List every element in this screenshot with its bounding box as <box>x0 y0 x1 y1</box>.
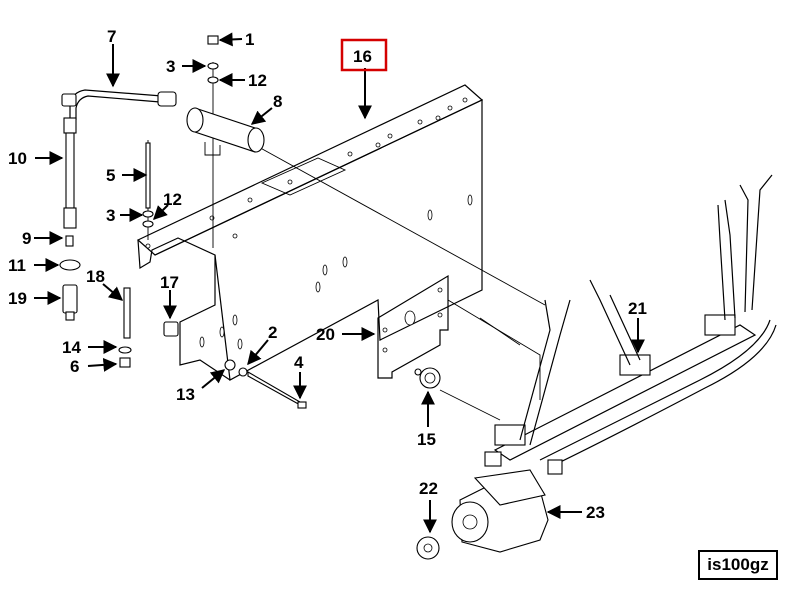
clamp <box>414 367 441 389</box>
callout-arrows <box>34 32 645 534</box>
hose-assembly <box>61 89 177 229</box>
wiring-harness <box>484 174 777 475</box>
top-hardware <box>142 35 219 228</box>
callout-11: 11 <box>8 256 26 275</box>
callout-10: 10 <box>8 149 27 168</box>
callout-8: 8 <box>273 92 282 111</box>
callout-22: 22 <box>419 479 438 498</box>
callout-20: 20 <box>316 325 335 344</box>
callout-2: 2 <box>268 323 277 342</box>
callout-14: 14 <box>62 338 81 357</box>
callout-3-top: 3 <box>166 57 175 76</box>
callout-13: 13 <box>176 385 195 404</box>
callout-labels: 1 3 12 7 8 16 10 5 3 12 9 11 19 18 17 14… <box>8 27 647 522</box>
callout-12-mid: 12 <box>163 190 182 209</box>
bolt-hardware <box>224 359 307 409</box>
highlight-box <box>340 38 388 72</box>
callout-12-top: 12 <box>248 71 267 90</box>
callout-21: 21 <box>628 299 647 318</box>
callout-19: 19 <box>8 289 27 308</box>
callout-3-mid: 3 <box>106 206 115 225</box>
frame-rail <box>136 84 484 381</box>
callout-18: 18 <box>86 267 105 286</box>
callout-9: 9 <box>22 229 31 248</box>
callout-5: 5 <box>106 166 115 185</box>
mounting-bracket <box>377 274 541 400</box>
callout-1: 1 <box>245 30 254 49</box>
callout-4: 4 <box>294 353 304 372</box>
callout-6: 6 <box>70 357 79 376</box>
callout-15: 15 <box>417 430 436 449</box>
diagram-code-label: is100gz <box>698 550 778 580</box>
filter-canister <box>186 107 265 156</box>
callout-17: 17 <box>160 273 179 292</box>
callout-23: 23 <box>586 503 605 522</box>
callout-16: 16 <box>353 47 372 66</box>
left-fittings <box>59 235 179 368</box>
callout-7: 7 <box>107 27 116 46</box>
motor <box>416 469 549 560</box>
